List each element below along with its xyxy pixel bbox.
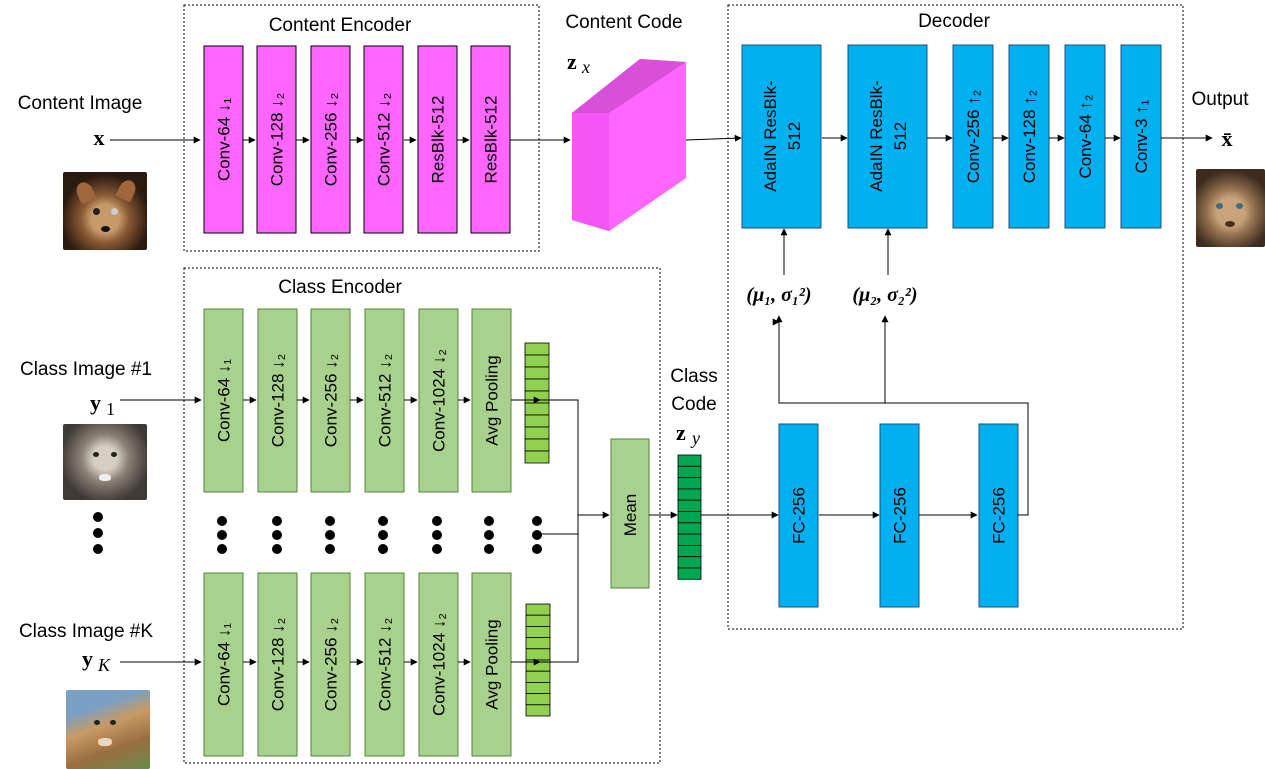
class-feature-vector-k: [525, 603, 551, 717]
content-encoder-title: Content Encoder: [269, 15, 412, 36]
content-encoder-block-5-label: ResBlk-512: [429, 96, 448, 184]
decoder-adain-block-1: AdaIN ResBlk- 512: [741, 44, 822, 229]
class-encoder-row1-block-1-label: Conv-64 ↓₁: [215, 359, 234, 442]
class-encoder-row1-block-4: Conv-512 ↓₂: [364, 308, 405, 493]
decoder-conv-block-2: Conv-128 ↑₂: [1008, 44, 1050, 229]
content-encoder-block-6-label: ResBlk-512: [482, 96, 501, 184]
class-encoder-rowk-block-2-label: Conv-128 ↓₂: [269, 618, 288, 712]
class-encoder-box: [183, 267, 661, 764]
class-encoder-rowk-block-2: Conv-128 ↓₂: [257, 572, 298, 757]
decoder-fc-block-2-label: FC-256: [891, 487, 910, 544]
class-encoder-rowk-block-6: Avg Pooling: [471, 572, 512, 757]
content-code-cube: [572, 59, 686, 231]
content-encoder-block-1: Conv-64 ↓₁: [203, 45, 244, 234]
content-encoder-block-5: ResBlk-512: [417, 45, 458, 234]
svg-text:y: y: [82, 646, 93, 671]
class-encoder-rowk-block-4-label: Conv-512 ↓₂: [376, 618, 395, 712]
class-code-vector: [677, 454, 702, 580]
decoder-conv-block-2-label: Conv-128 ↑₂: [1020, 90, 1039, 184]
class-encoder-rowk-block-6-label: Avg Pooling: [483, 619, 502, 709]
class-image-1-symbol: y 1: [90, 390, 115, 419]
decoder-conv-block-3: Conv-64 ↑₂: [1064, 44, 1106, 229]
class-encoder-rowk-block-4: Conv-512 ↓₂: [364, 572, 405, 757]
content-code-label: Content Code: [565, 12, 682, 33]
class-image-1-cougar: [63, 424, 147, 500]
svg-text:x: x: [581, 57, 590, 77]
content-encoder-block-4-label: Conv-512 ↓₂: [375, 93, 394, 187]
content-encoder-block-3-label: Conv-256 ↓₂: [322, 93, 341, 187]
class-encoder-row1-block-4-label: Conv-512 ↓₂: [376, 354, 395, 448]
class-encoder-row1-block-2: Conv-128 ↓₂: [257, 308, 298, 493]
adain-param-2: (μ₂, σ₂²): [852, 284, 917, 306]
decoder-adain-block-1-label-1: AdaIN ResBlk-: [761, 80, 780, 191]
class-encoder-rowk-block-3-label: Conv-256 ↓₂: [322, 618, 341, 712]
decoder-title: Decoder: [918, 11, 990, 32]
decoder-conv-block-1: Conv-256 ↑₂: [952, 44, 994, 229]
class-encoder-row1-block-3: Conv-256 ↓₂: [310, 308, 351, 493]
class-code-label-1: Class: [670, 366, 718, 387]
vertical-ellipsis: [93, 512, 103, 554]
decoder-conv-block-4: Conv-3 ↑₁: [1120, 44, 1162, 229]
class-encoder-title: Class Encoder: [278, 277, 402, 298]
content-image-label: Content Image: [18, 93, 143, 114]
content-encoder-block-2: Conv-128 ↓₂: [256, 45, 297, 234]
class-encoder-rowk-block-5-label: Conv-1024 ↓₂: [430, 613, 449, 716]
adain-param-1: (μ₁, σ₁²): [746, 284, 811, 306]
mean-label: Mean: [621, 494, 640, 537]
output-image-lion-cub: [1196, 169, 1265, 247]
class-encoder-row1-block-2-label: Conv-128 ↓₂: [269, 354, 288, 448]
content-encoder-block-1-label: Conv-64 ↓₁: [215, 98, 234, 181]
decoder-fc-block-1: FC-256: [778, 423, 819, 608]
content-encoder-block-4: Conv-512 ↓₂: [363, 45, 404, 234]
decoder-fc-block-3-label: FC-256: [990, 487, 1009, 544]
class-encoder-row1-block-6-label: Avg Pooling: [483, 355, 502, 445]
class-encoder-row1-block-3-label: Conv-256 ↓₂: [322, 354, 341, 448]
content-encoder-block-3: Conv-256 ↓₂: [310, 45, 351, 234]
content-code-symbol: z x: [567, 49, 590, 77]
class-encoder-row1-block-5-label: Conv-1024 ↓₂: [430, 349, 449, 452]
output-label: Output: [1191, 89, 1249, 110]
class-image-1-label: Class Image #1: [20, 359, 152, 380]
class-encoder-rowk-block-1-label: Conv-64 ↓₁: [215, 623, 234, 706]
content-image-symbol: x: [94, 125, 105, 150]
svg-text:y: y: [690, 428, 700, 448]
svg-text:z: z: [567, 49, 577, 74]
svg-text:z: z: [676, 420, 686, 445]
horizontal-ellipsis-row: [217, 516, 542, 554]
svg-text:y: y: [90, 390, 101, 415]
decoder-adain-block-2-label-1: AdaIN ResBlk-: [867, 80, 886, 191]
class-encoder-row1-block-5: Conv-1024 ↓₂: [418, 308, 459, 493]
class-encoder-rowk-block-3: Conv-256 ↓₂: [310, 572, 351, 757]
output-symbol: x̄: [1222, 126, 1233, 151]
decoder-box: [727, 4, 1184, 630]
mean-block: [610, 438, 650, 589]
decoder-fc-block-3: FC-256: [978, 423, 1019, 608]
class-encoder-rowk-block-5: Conv-1024 ↓₂: [418, 572, 459, 757]
svg-text:K: K: [97, 655, 111, 675]
decoder-adain-block-2-label-2: 512: [891, 122, 910, 150]
decoder-conv-block-3-label: Conv-64 ↑₂: [1076, 94, 1095, 178]
content-encoder-box: [183, 4, 540, 252]
class-encoder-row1-block-1: Conv-64 ↓₁: [203, 308, 244, 493]
decoder-adain-block-2: AdaIN ResBlk- 512: [847, 44, 928, 229]
class-image-k-cougar: [66, 690, 150, 769]
decoder-adain-block-1-label-2: 512: [785, 122, 804, 150]
content-image-dog: [63, 172, 147, 250]
content-encoder-block-2-label: Conv-128 ↓₂: [268, 93, 287, 187]
class-code-symbol: z y: [676, 420, 700, 448]
decoder-conv-block-4-label: Conv-3 ↑₁: [1132, 99, 1151, 173]
class-code-label-2: Code: [671, 394, 716, 415]
decoder-fc-block-1-label: FC-256: [790, 487, 809, 544]
connections: [110, 134, 1213, 666]
class-image-k-symbol: y K: [82, 646, 111, 675]
svg-text:1: 1: [106, 399, 115, 419]
decoder-conv-block-1-label: Conv-256 ↑₂: [964, 90, 983, 184]
content-encoder-block-6: ResBlk-512: [470, 45, 511, 234]
class-image-k-label: Class Image #K: [19, 621, 153, 642]
decoder-fc-block-2: FC-256: [879, 423, 920, 608]
class-encoder-rowk-block-1: Conv-64 ↓₁: [203, 572, 244, 757]
class-encoder-row1-block-6: Avg Pooling: [471, 308, 512, 493]
class-feature-vector-1: [524, 342, 550, 464]
